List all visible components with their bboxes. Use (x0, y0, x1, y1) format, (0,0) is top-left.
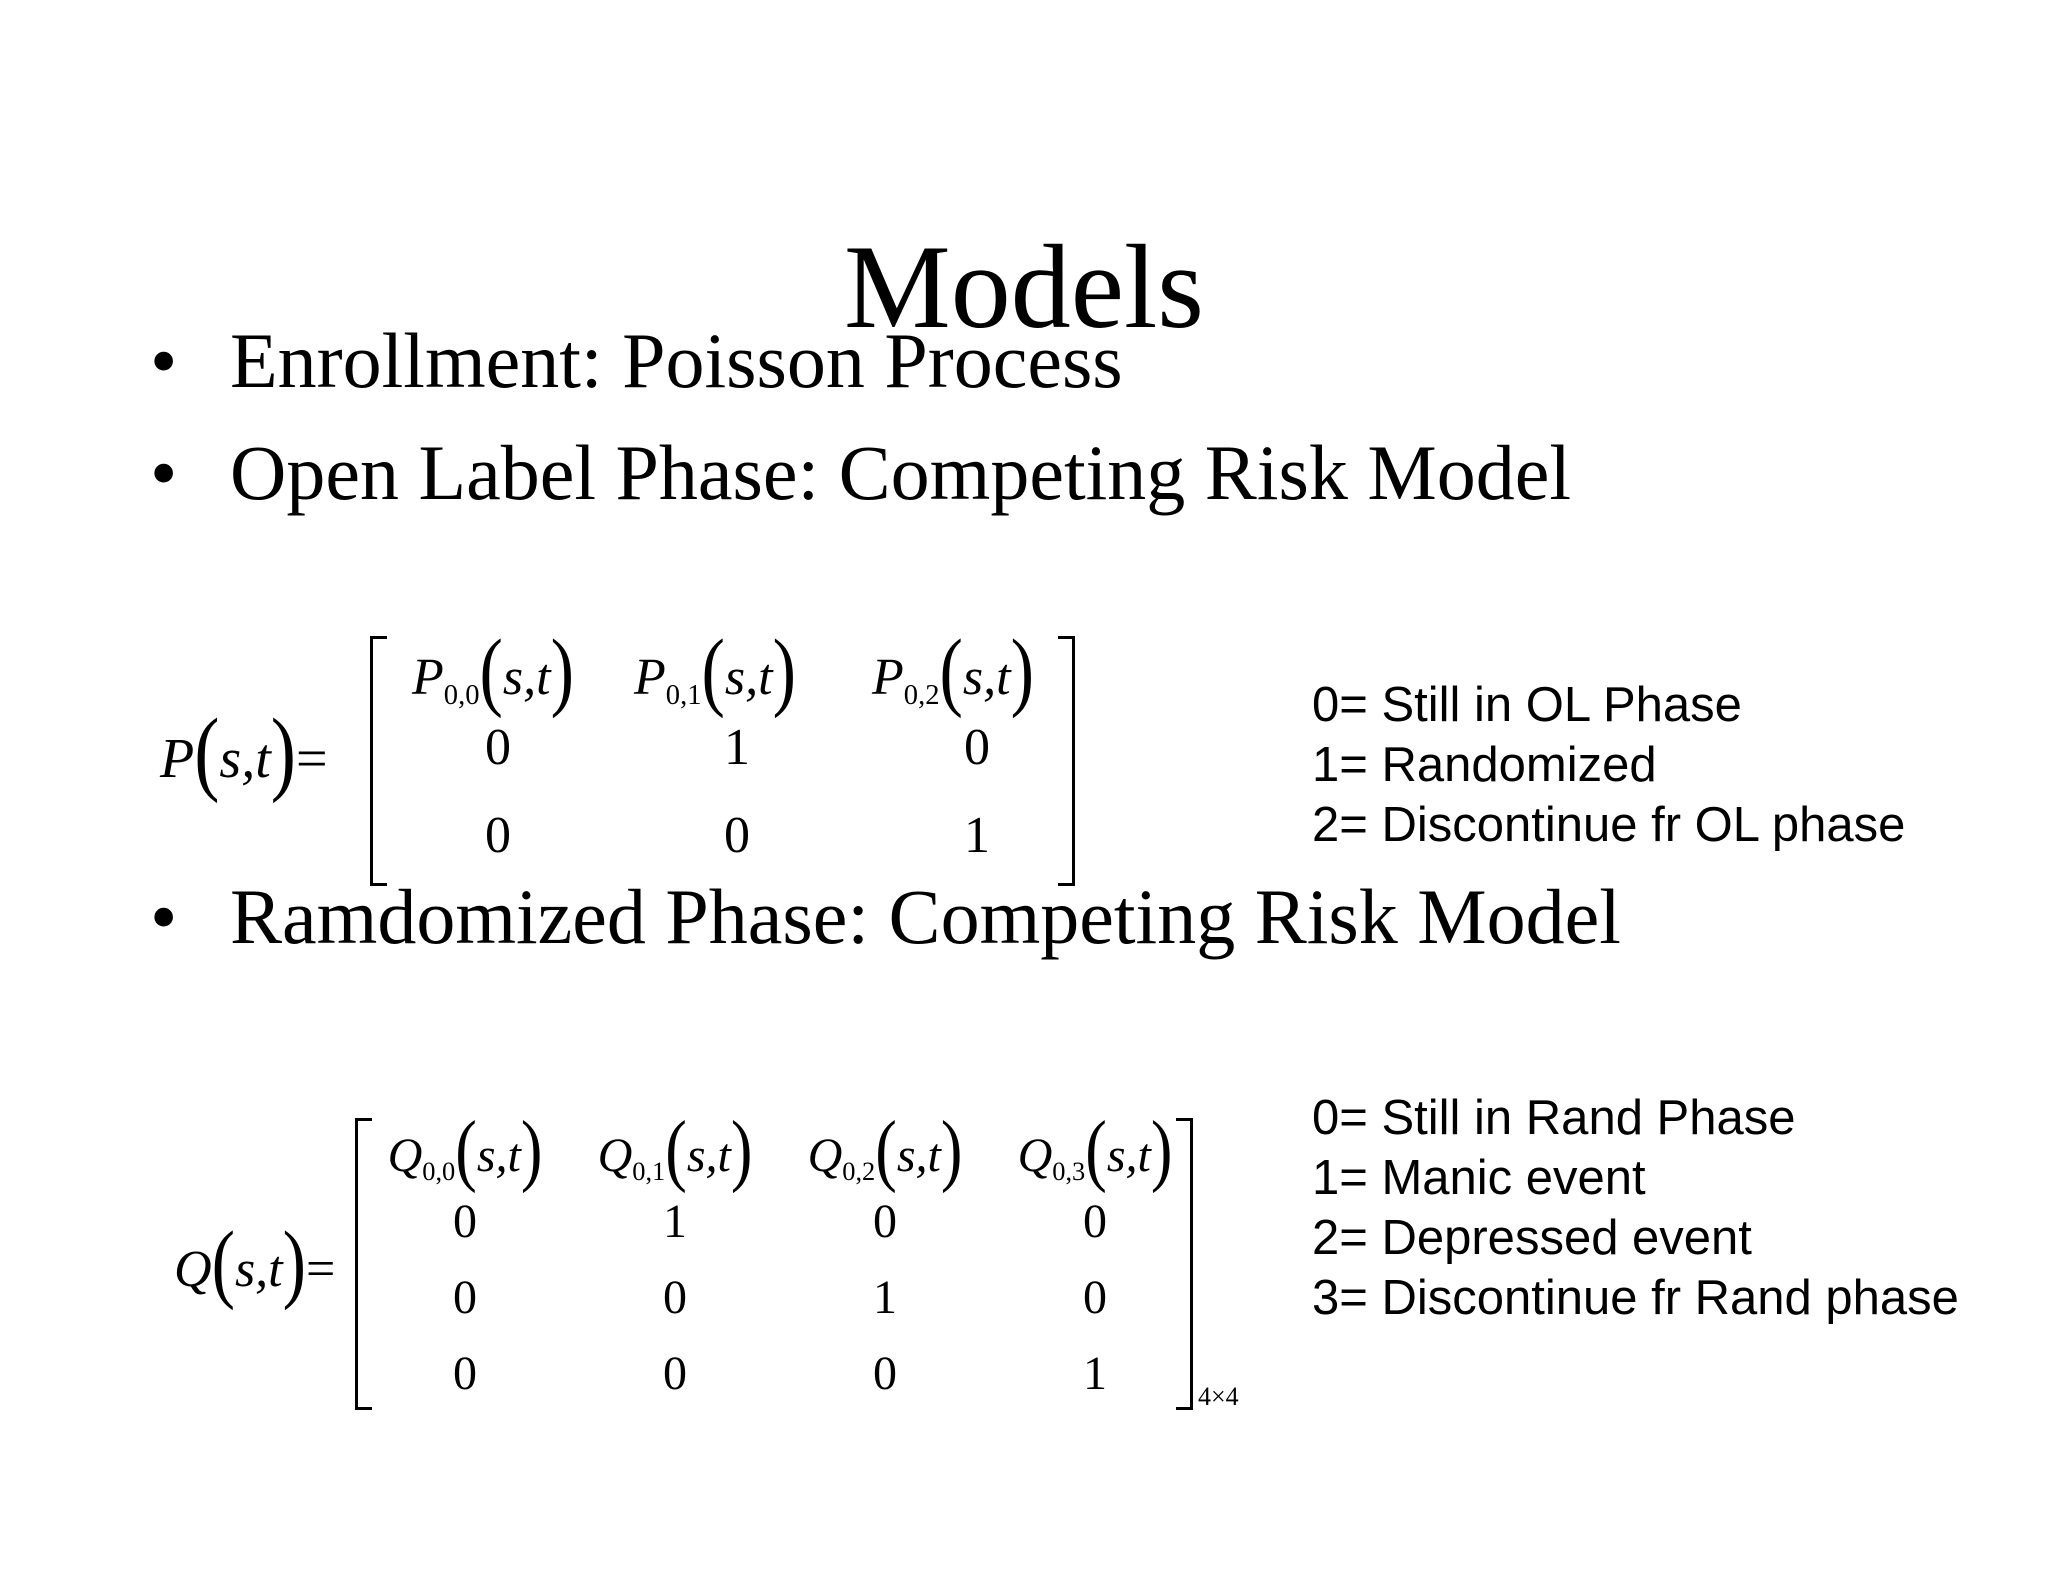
matrix-q-cell-1-3: 0 (1083, 1195, 1107, 1248)
matrix-q-cell-2-3: 0 (1083, 1271, 1107, 1324)
matrix-q-cell-2-1: 0 (663, 1271, 687, 1324)
matrix-q-cell-0-0: Q0,0(s,t) (387, 1104, 543, 1195)
matrix-q-cell-3-0: 0 (453, 1347, 477, 1400)
matrix-p-cell-0-2: P0,2(s,t) (872, 622, 1034, 720)
matrix-right-bracket (1058, 636, 1075, 886)
bullet-marker: • (150, 317, 178, 404)
matrix-q-cell-2-2: 1 (873, 1271, 897, 1324)
slide-title: Models (844, 220, 1204, 353)
matrix-p-cell-1-0: 0 (485, 719, 511, 776)
bullet-text: Open Label Phase: Competing Risk Model (230, 429, 1572, 516)
matrix-q-cell-3-1: 0 (663, 1347, 687, 1400)
legend-item: 0= Still in Rand Phase (1312, 1091, 1796, 1145)
matrix-p-cell-2-0: 0 (485, 807, 511, 864)
matrix-q-cell-3-3: 1 (1083, 1347, 1107, 1400)
matrix-p: P0,0(s,t) P0,1(s,t) P0,2(s,t) 0 1 0 0 0 … (370, 622, 1075, 886)
matrix-p-cell-2-1: 0 (724, 807, 750, 864)
bullet-open-label: • Open Label Phase: Competing Risk Model (150, 428, 1571, 518)
legend-item: 1= Manic event (1312, 1151, 1646, 1205)
matrix-q-cell-1-2: 0 (873, 1195, 897, 1248)
bullet-text: Ramdomized Phase: Competing Risk Model (230, 873, 1621, 960)
bullet-enrollment: • Enrollment: Poisson Process (150, 316, 1123, 406)
matrix-q-dimension: 4×4 (1198, 1382, 1239, 1411)
matrix-p-cell-1-1: 1 (724, 719, 750, 776)
matrix-q-cell-1-1: 1 (663, 1195, 687, 1248)
legend-item: 2= Depressed event (1312, 1211, 1752, 1265)
matrix-p-cell-0-0: P0,0(s,t) (412, 622, 574, 720)
legend-item: 3= Discontinue fr Rand phase (1312, 1271, 1959, 1325)
matrix-p-cell-2-2: 1 (964, 807, 990, 864)
matrix-q: Q0,0(s,t) Q0,1(s,t) Q0,2(s,t) Q0,3(s,t) … (355, 1104, 1193, 1410)
matrix-right-bracket (1176, 1118, 1193, 1410)
matrix-p-cell-1-2: 0 (964, 719, 990, 776)
matrix-q-cell-0-2: Q0,2(s,t) (807, 1104, 963, 1195)
matrix-q-cell-0-3: Q0,3(s,t) (1017, 1104, 1173, 1195)
matrix-left-bracket (370, 636, 387, 886)
matrix-q-cell-2-0: 0 (453, 1271, 477, 1324)
bullet-randomized: • Ramdomized Phase: Competing Risk Model (150, 872, 1621, 962)
matrix-q-cell-3-2: 0 (873, 1347, 897, 1400)
legend-randomized: 0= Still in Rand Phase 1= Manic event 2=… (1312, 1088, 1959, 1328)
bullet-text: Enrollment: Poisson Process (230, 317, 1123, 404)
legend-item: 1= Randomized (1312, 738, 1657, 792)
matrix-p-lhs: P(s,t)= (160, 700, 328, 805)
legend-open-label: 0= Still in OL Phase 1= Randomized 2= Di… (1312, 675, 1905, 855)
bullet-marker: • (150, 429, 178, 516)
matrix-q-cell-0-1: Q0,1(s,t) (597, 1104, 753, 1195)
matrix-left-bracket (355, 1118, 372, 1410)
matrix-q-lhs: Q(s,t)= (174, 1214, 336, 1312)
legend-item: 0= Still in OL Phase (1312, 678, 1742, 732)
legend-item: 2= Discontinue fr OL phase (1312, 798, 1906, 852)
matrix-q-cell-1-0: 0 (453, 1195, 477, 1248)
matrix-p-cell-0-1: P0,1(s,t) (634, 622, 796, 720)
bullet-marker: • (150, 873, 178, 960)
